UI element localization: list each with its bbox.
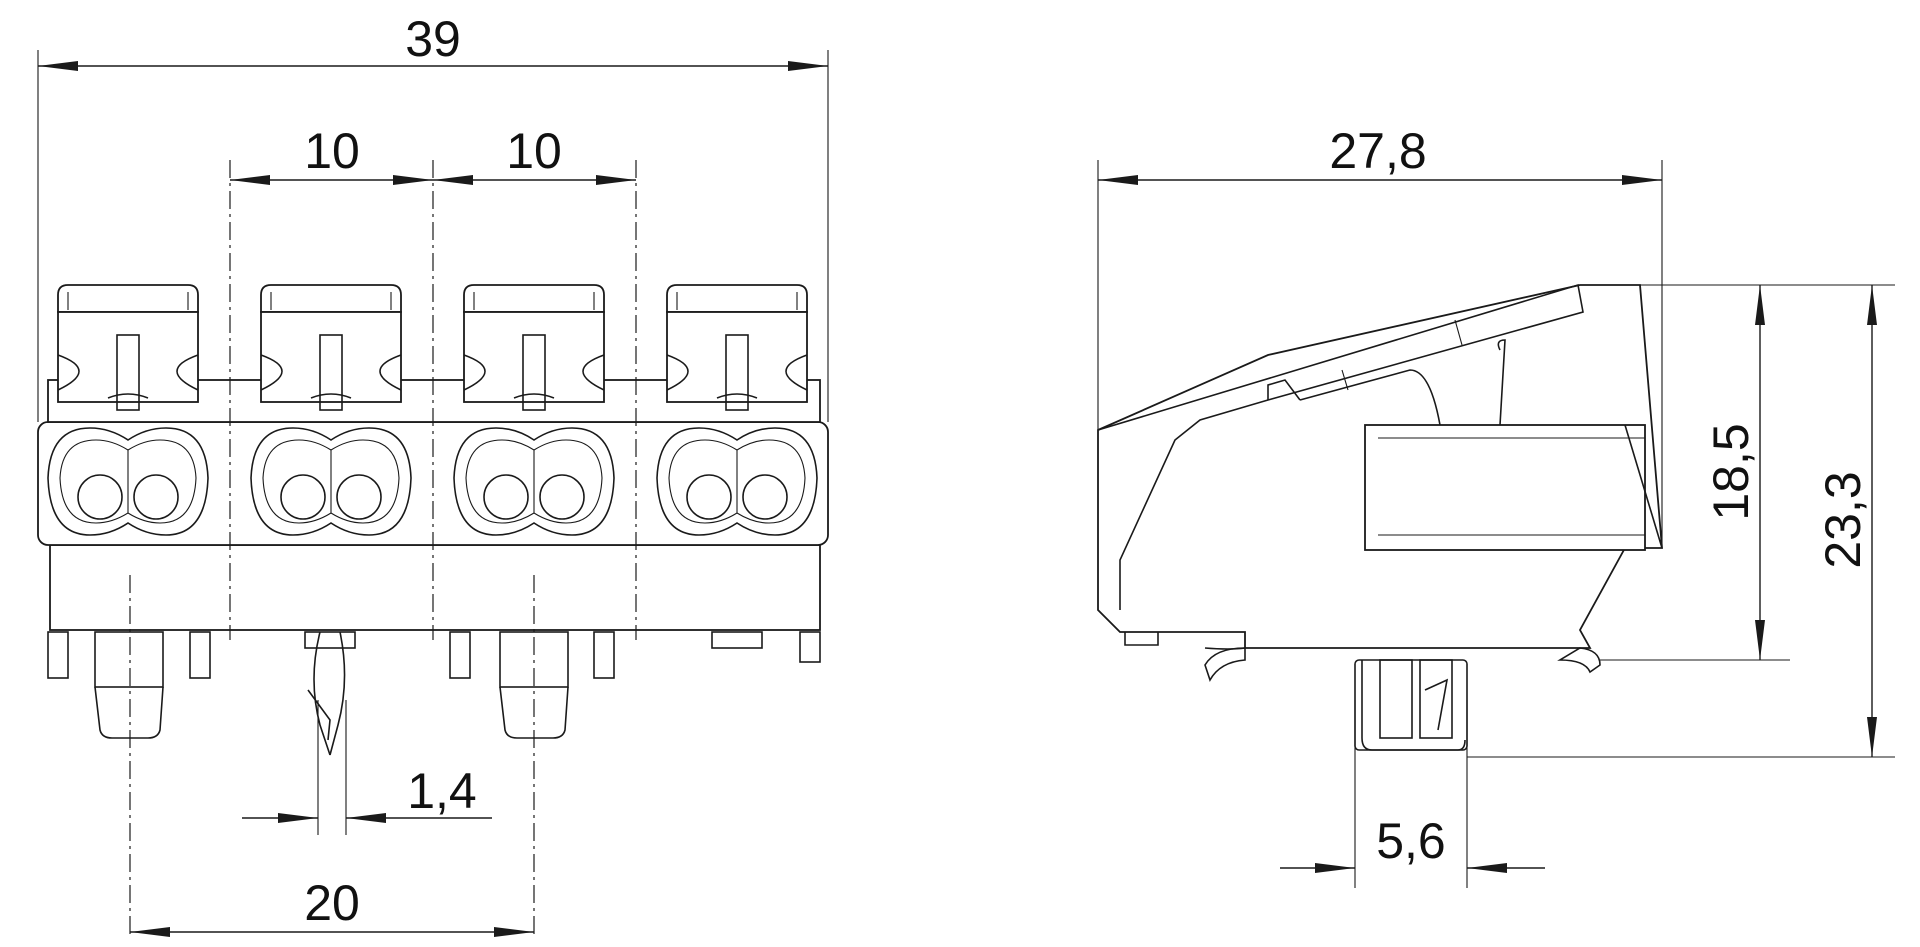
dim-pin-thickness: 1,4 (242, 700, 492, 835)
dim-10-left-label: 10 (304, 123, 360, 179)
dim-overall-width: 39 (37, 11, 829, 422)
dim-10-right-label: 10 (506, 123, 562, 179)
side-view: 27,8 18,5 23,3 5,6 (1097, 123, 1895, 888)
dim-23-3-label: 23,3 (1815, 471, 1871, 568)
front-feet (47, 631, 821, 679)
dim-side-depth: 27,8 (1097, 123, 1663, 548)
dim-18-5-label: 18,5 (1703, 423, 1759, 520)
front-center-spring (304, 631, 356, 756)
front-pin-left (94, 631, 164, 739)
dim-pin-width: 5,6 (1280, 700, 1545, 888)
dim-pitch-right: 10 (433, 123, 636, 185)
front-lower-body (49, 544, 821, 631)
side-lever (1097, 283, 1584, 610)
contact-unit (47, 284, 209, 536)
dim-1-4-label: 1,4 (407, 763, 477, 819)
dim-height-upper: 18,5 (1600, 284, 1790, 661)
dim-height-total: 23,3 (1467, 284, 1895, 758)
dim-5-6-label: 5,6 (1376, 813, 1446, 869)
side-pin (1354, 659, 1468, 751)
dim-20-label: 20 (304, 875, 360, 931)
front-view: 39 10 10 1,4 20 (37, 11, 829, 937)
dim-39-label: 39 (405, 11, 461, 67)
dim-pitch-left: 10 (230, 123, 433, 185)
side-housing-block (1364, 424, 1646, 551)
dim-27-8-label: 27,8 (1329, 123, 1426, 179)
dim-pin-spacing: 20 (130, 875, 534, 937)
